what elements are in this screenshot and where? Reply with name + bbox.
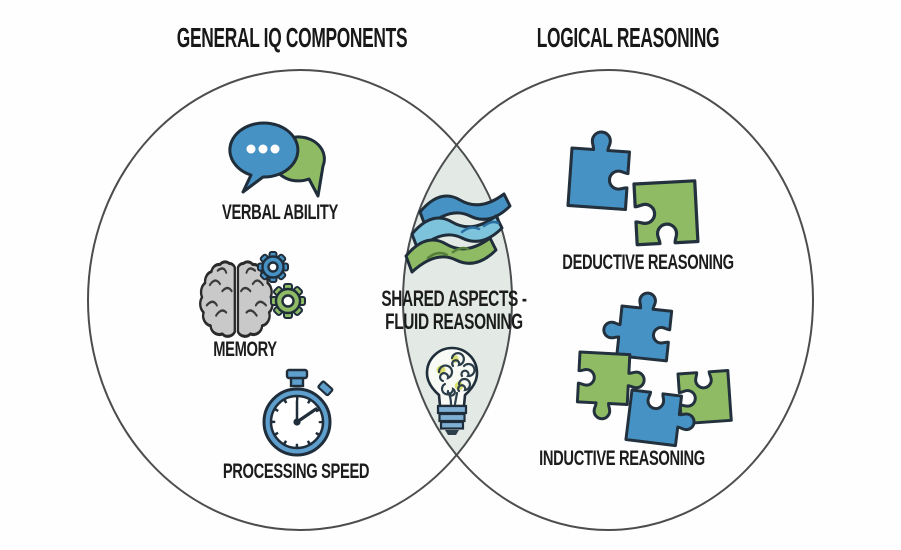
speech-bubbles-icon	[228, 121, 326, 198]
puzzle-piece-blue-bottom	[624, 388, 696, 448]
label-memory: MEMORY	[213, 338, 277, 361]
puzzle-piece-blue	[566, 130, 631, 212]
left-circle	[87, 69, 513, 531]
puzzle-piece-green-left	[575, 350, 646, 421]
label-shared-aspects-line2: FLUID REASONING	[385, 309, 523, 334]
left-circle-title: GENERAL IQ COMPONENTS	[176, 22, 408, 53]
puzzle-piece-blue-top	[602, 291, 674, 363]
puzzle-pair-icon	[566, 130, 700, 247]
gear-green	[270, 283, 306, 319]
brain	[199, 260, 275, 338]
label-shared-aspects-line1: SHARED ASPECTS -	[381, 286, 527, 311]
right-circle	[402, 69, 814, 531]
label-inductive-reasoning: INDUCTIVE REASONING	[539, 447, 705, 470]
brain-gears-icon	[199, 251, 306, 338]
right-circle-title: LOGICAL REASONING	[536, 22, 720, 53]
label-deductive-reasoning: DEDUCTIVE REASONING	[562, 251, 734, 274]
puzzle-piece-green-right	[676, 369, 733, 426]
puzzle-cluster-icon	[575, 291, 733, 448]
puzzle-piece-green	[632, 179, 700, 247]
stopwatch-icon	[262, 368, 334, 457]
label-verbal-ability: VERBAL ABILITY	[222, 201, 338, 224]
label-shared-aspects: SHARED ASPECTS - FLUID REASONING	[381, 286, 527, 334]
gear-blue	[257, 251, 289, 283]
idea-lightbulb-icon	[425, 346, 479, 435]
label-processing-speed: PROCESSING SPEED	[222, 460, 370, 483]
layered-waves-icon	[404, 192, 512, 274]
